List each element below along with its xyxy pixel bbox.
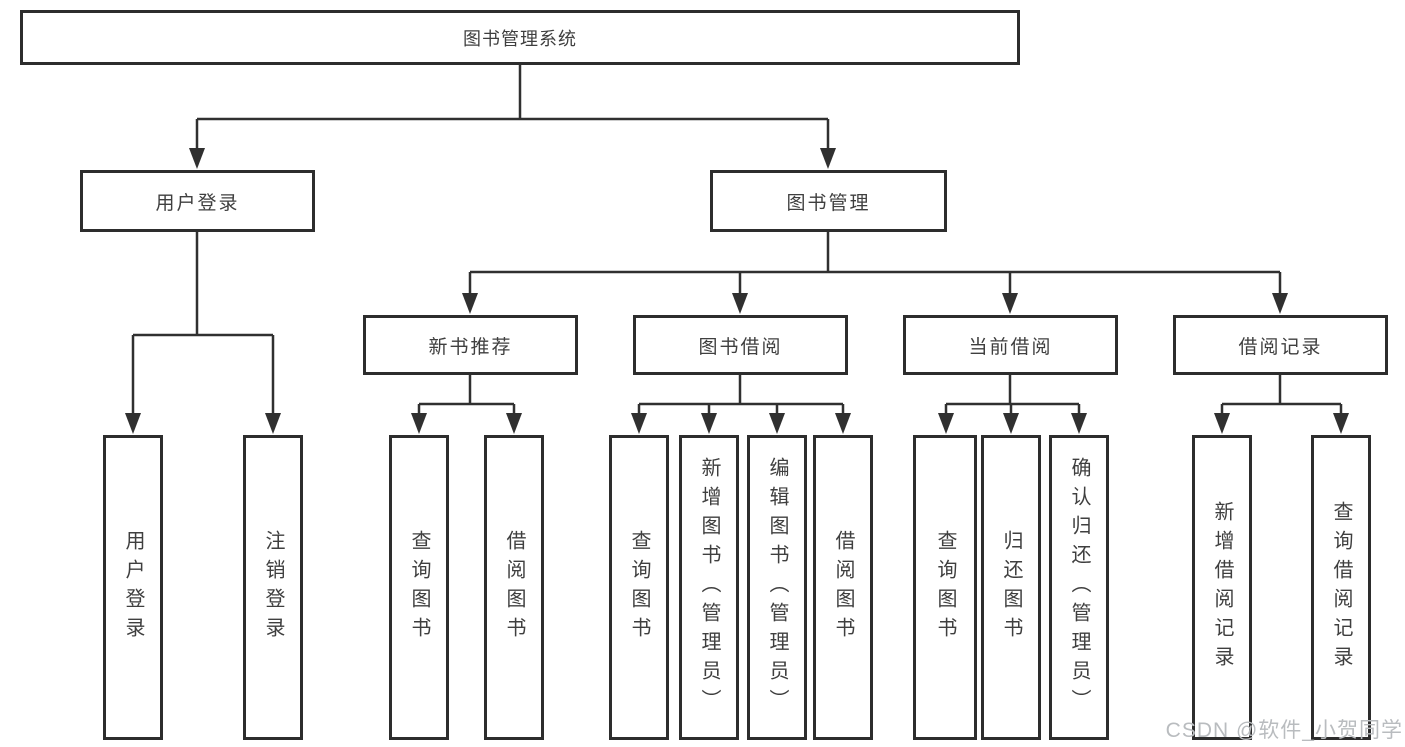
node-label: 编辑图书（管理员） bbox=[766, 457, 788, 718]
node-root-system: 图书管理系统 bbox=[20, 10, 1020, 65]
connector-group-borrow-records bbox=[1220, 375, 1343, 415]
node-label: 借阅图书 bbox=[503, 529, 525, 646]
leaf-current-query-books: 查询图书 bbox=[913, 435, 977, 740]
node-label: 查询借阅记录 bbox=[1330, 500, 1352, 675]
connector-group-book-management bbox=[468, 232, 1282, 295]
connector-group-current-borrow bbox=[944, 375, 1081, 415]
node-label: 借阅记录 bbox=[1238, 336, 1323, 358]
connector-group-root bbox=[195, 65, 830, 150]
node-borrow-records: 借阅记录 bbox=[1173, 315, 1388, 375]
node-label: 新增借阅记录 bbox=[1211, 500, 1233, 675]
connector-group-new-book bbox=[417, 375, 516, 415]
leaf-records-query-record: 查询借阅记录 bbox=[1311, 435, 1371, 740]
node-label: 图书借阅 bbox=[698, 336, 783, 358]
node-label: 新书推荐 bbox=[428, 336, 513, 358]
leaf-borrow-edit-books-admin: 编辑图书（管理员） bbox=[747, 435, 807, 740]
node-label: 注销登录 bbox=[262, 529, 284, 646]
node-user-login: 用户登录 bbox=[80, 170, 315, 232]
csdn-watermark: CSDN @软件_小贺同学 bbox=[1165, 719, 1403, 742]
node-label: 用户登录 bbox=[155, 192, 240, 214]
node-label: 查询图书 bbox=[934, 529, 956, 646]
node-new-book-recommend: 新书推荐 bbox=[363, 315, 578, 375]
node-current-borrow: 当前借阅 bbox=[903, 315, 1118, 375]
leaf-current-confirm-return-admin: 确认归还（管理员） bbox=[1049, 435, 1109, 740]
leaf-borrow-borrow-books: 借阅图书 bbox=[813, 435, 873, 740]
node-label: 确认归还（管理员） bbox=[1068, 457, 1090, 718]
node-label: 新增图书（管理员） bbox=[698, 457, 720, 718]
node-label: 图书管理 bbox=[786, 192, 871, 214]
node-label: 查询图书 bbox=[628, 529, 650, 646]
node-label: 查询图书 bbox=[408, 529, 430, 646]
leaf-logout-login: 注销登录 bbox=[243, 435, 303, 740]
node-label: 图书管理系统 bbox=[463, 28, 577, 49]
connector-group-book-borrow bbox=[637, 375, 845, 415]
leaf-user-login: 用户登录 bbox=[103, 435, 163, 740]
leaf-borrow-add-books-admin: 新增图书（管理员） bbox=[679, 435, 739, 740]
node-label: 借阅图书 bbox=[832, 529, 854, 646]
leaf-newbook-query-books: 查询图书 bbox=[389, 435, 449, 740]
node-book-management: 图书管理 bbox=[710, 170, 947, 232]
node-book-borrow: 图书借阅 bbox=[633, 315, 848, 375]
leaf-current-return-books: 归还图书 bbox=[981, 435, 1041, 740]
node-label: 归还图书 bbox=[1000, 529, 1022, 646]
leaf-records-add-record: 新增借阅记录 bbox=[1192, 435, 1252, 740]
node-label: 用户登录 bbox=[122, 529, 144, 646]
leaf-newbook-borrow-books: 借阅图书 bbox=[484, 435, 544, 740]
connector-group-user-login bbox=[131, 232, 275, 415]
leaf-borrow-query-books: 查询图书 bbox=[609, 435, 669, 740]
node-label: 当前借阅 bbox=[968, 336, 1053, 358]
